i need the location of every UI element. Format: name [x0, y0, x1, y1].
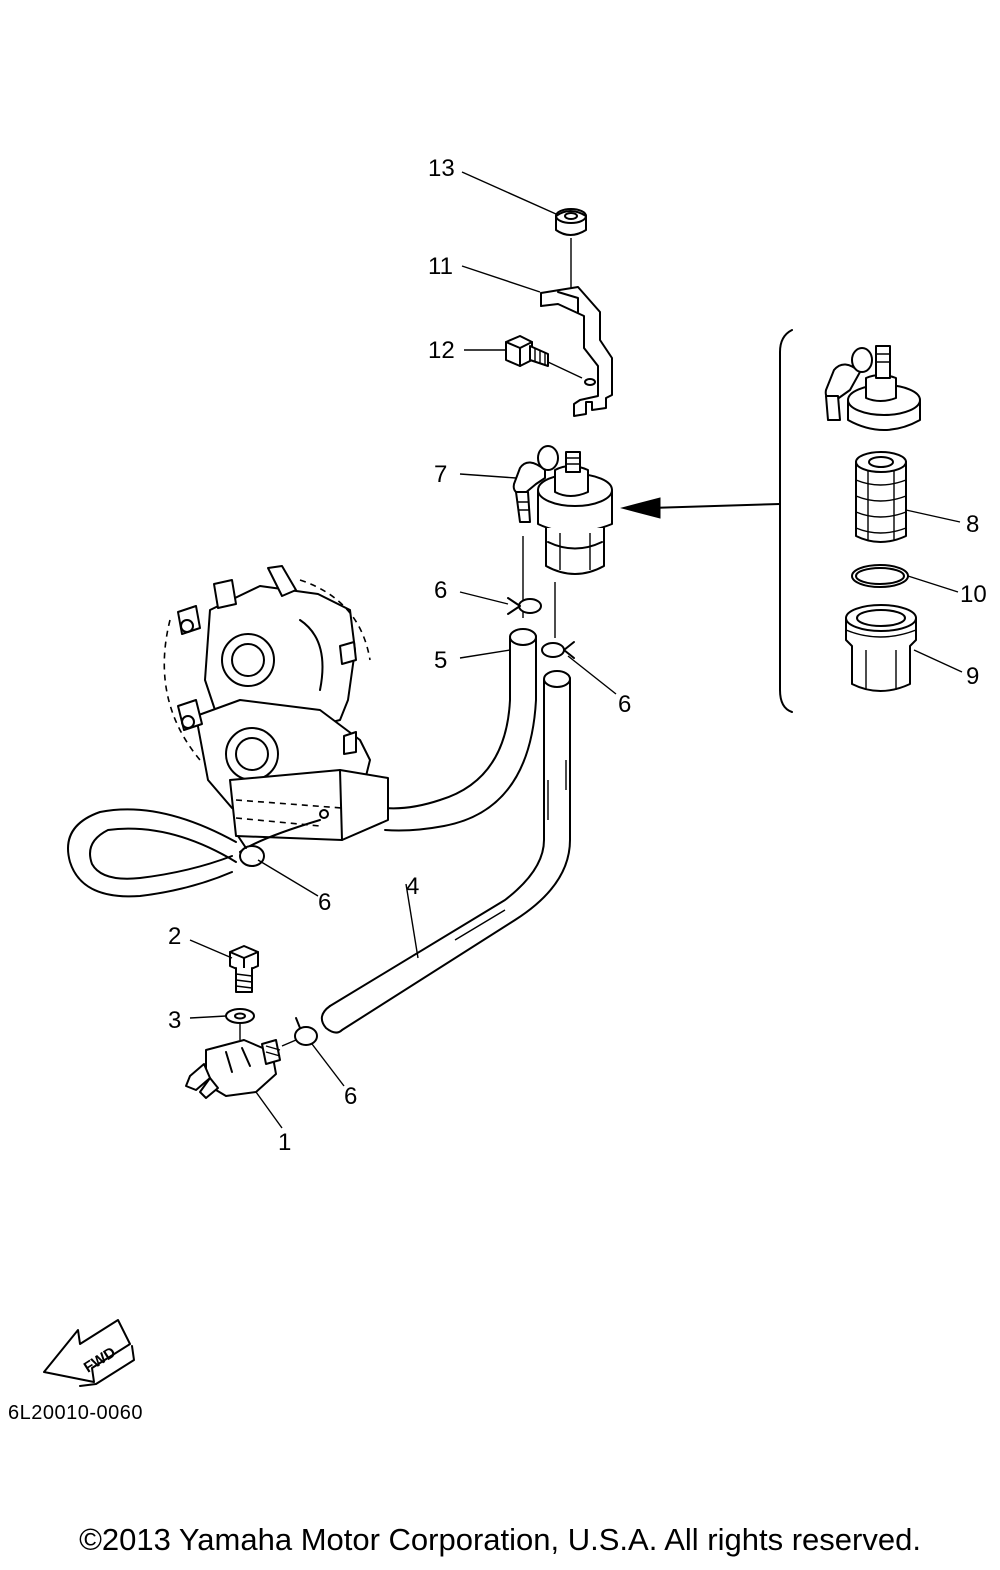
callout-8: 8 [966, 511, 979, 538]
part-12-bolt [505, 335, 549, 367]
arrow-to-filter [620, 497, 781, 519]
part-9-filter-bowl [845, 604, 917, 692]
part-13-nut [555, 208, 587, 236]
callout-6-pump: 6 [344, 1083, 357, 1110]
fwd-arrow-icon: FWD [43, 1319, 135, 1387]
copyright-notice: ©2013 Yamaha Motor Corporation, U.S.A. A… [79, 1522, 921, 1557]
callout-4: 4 [406, 873, 419, 900]
callout-6-right: 6 [618, 691, 631, 718]
filter-head-exploded [824, 345, 921, 431]
callout-6-top: 6 [434, 577, 447, 604]
part-1-fuel-joint [185, 1039, 281, 1099]
callout-12: 12 [428, 337, 455, 364]
callout-13: 13 [428, 155, 455, 182]
part-11-bracket [540, 286, 613, 417]
drawing-code: 6L20010-0060 [8, 1402, 144, 1424]
callout-labels: 13 11 12 7 6 5 6 6 4 2 3 6 1 8 10 9 [168, 155, 987, 1156]
exploded-view-bracket [779, 329, 793, 713]
part-7-fuel-filter [512, 445, 613, 575]
part-10-o-ring [851, 564, 909, 588]
part-6-clip-c [237, 835, 265, 867]
part-6-clip-d [294, 1017, 318, 1046]
callout-11: 11 [428, 253, 453, 280]
callout-2: 2 [168, 923, 181, 950]
callout-9: 9 [966, 663, 979, 690]
callout-1: 1 [278, 1129, 291, 1156]
part-8-filter-element [855, 451, 907, 543]
carburetor-assembly [163, 565, 389, 841]
callout-7: 7 [434, 461, 447, 488]
leader-lines [189, 171, 963, 1129]
callout-5: 5 [434, 647, 447, 674]
callout-10: 10 [960, 581, 987, 608]
callout-3: 3 [168, 1007, 181, 1034]
part-6-clip-b [541, 641, 575, 659]
part-5-hose [384, 628, 537, 832]
part-3-washer [225, 1008, 255, 1024]
callout-6-carb: 6 [318, 889, 331, 916]
part-6-clip-a [507, 597, 542, 615]
part-4-hose [320, 670, 571, 1034]
part-2-bolt [229, 945, 259, 993]
